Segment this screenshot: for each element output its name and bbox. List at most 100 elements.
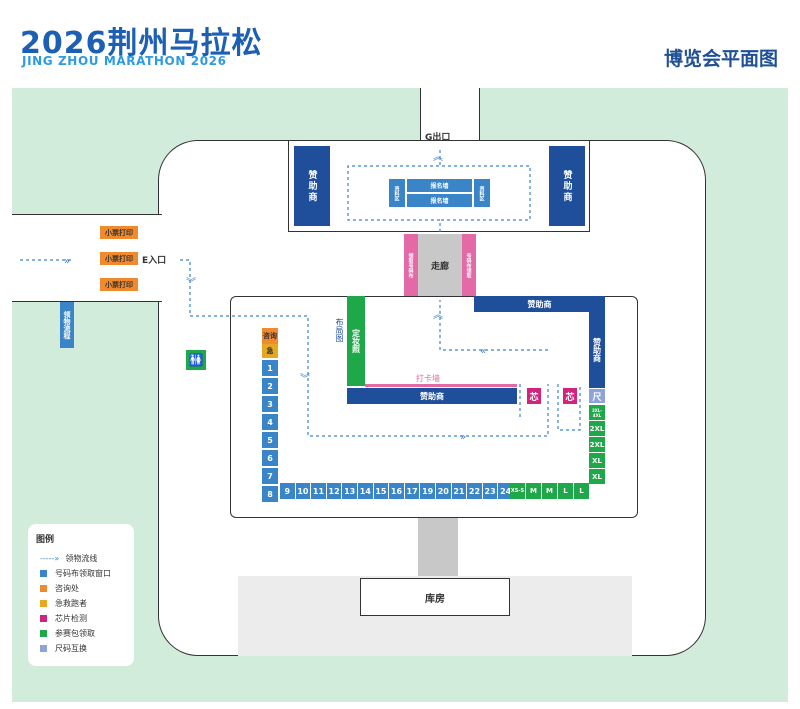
sponsor-booth-right-top[interactable]: 赞助商 — [474, 296, 605, 312]
legend-swatch — [40, 570, 47, 577]
bib-window[interactable]: 21 — [451, 483, 467, 499]
pink-panel-left: 领取号码布 — [404, 234, 418, 296]
bib-window[interactable]: 8 — [262, 486, 278, 502]
checkin-wall — [365, 384, 517, 387]
inquiry-desk[interactable]: 咨询 — [262, 328, 278, 344]
signup-wall-bottom: 报名墙 — [407, 194, 472, 207]
legend-swatch — [40, 630, 47, 637]
sponsor-booth-center[interactable]: 赞助商 — [347, 388, 517, 404]
legend-item: 咨询处 — [40, 583, 79, 594]
legend-swatch — [40, 615, 47, 622]
pink-panel-right: 号码布领取 — [462, 234, 476, 296]
first-aid-desk[interactable]: 急 — [262, 344, 278, 358]
legend-item: 尺码互换 — [40, 643, 87, 654]
flow-arrow-icon: « — [480, 346, 486, 357]
kit-pickup-window[interactable]: XL — [589, 469, 605, 484]
layout-map-label: 布局图 — [335, 318, 344, 342]
warehouse-passage — [418, 518, 458, 576]
bib-window[interactable]: 23 — [482, 483, 498, 499]
legend-label: 领物流线 — [65, 554, 98, 563]
bib-window[interactable]: 17 — [404, 483, 420, 499]
legend-label: 急救跑者 — [55, 599, 87, 608]
warehouse: 库房 — [360, 578, 510, 616]
bib-window[interactable]: 11 — [311, 483, 326, 499]
bib-window[interactable]: 13 — [342, 483, 357, 499]
legend-item: 号码布领取窗口 — [40, 568, 111, 579]
info-zone-left: 资料区 — [389, 179, 405, 207]
kit-pickup-window[interactable]: M — [542, 483, 557, 499]
legend-title: 图例 — [36, 535, 55, 545]
sponsor-booth-top-left[interactable]: 赞助商 — [294, 146, 330, 226]
g-exit-corridor — [420, 88, 480, 148]
bib-window[interactable]: 20 — [436, 483, 451, 499]
bib-window[interactable]: 9 — [280, 483, 295, 499]
inner-hall — [230, 296, 638, 518]
bib-window[interactable]: 4 — [262, 414, 278, 430]
legend-label: 芯片检测 — [55, 614, 87, 623]
bib-window[interactable]: 3 — [262, 396, 278, 412]
bib-window[interactable]: 1 — [262, 360, 278, 376]
bib-window[interactable]: 7 — [262, 468, 278, 484]
sponsor-booth-top-right[interactable]: 赞助商 — [549, 146, 585, 226]
ticket-print-2[interactable]: 小票打印 — [100, 252, 138, 265]
legend-item: 参赛包领取 — [40, 628, 95, 639]
legend-swatch — [40, 600, 47, 607]
legend-label: 尺码互换 — [55, 644, 87, 653]
sponsor-booth-right-side[interactable]: 赞助商 — [589, 312, 605, 388]
flow-arrow-icon: ︽ — [433, 310, 443, 321]
flow-arrow-icon: » — [64, 256, 70, 267]
e-entrance-label: E入口 — [142, 256, 167, 266]
kit-pickup-window[interactable]: M — [526, 483, 541, 499]
flow-arrow-icon: » — [460, 432, 466, 443]
bib-window[interactable]: 12 — [326, 483, 342, 499]
checkin-wall-label: 打卡墙 — [416, 374, 440, 383]
kit-pickup-window[interactable]: XS-S — [510, 483, 525, 499]
info-zone-right: 资料区 — [474, 179, 490, 207]
pickup-flow-panel: 领物流程 — [60, 302, 74, 348]
bib-window[interactable]: 16 — [389, 483, 404, 499]
flow-arrow-icon: ︾ — [300, 373, 310, 385]
legend-swatch — [40, 585, 47, 592]
kit-pickup-window[interactable]: 2XL — [589, 437, 605, 452]
restroom-icon: 🚻 — [186, 350, 206, 370]
chip-check-1[interactable]: 芯 — [527, 388, 541, 404]
legend-label: 参赛包领取 — [55, 629, 95, 638]
kit-pickup-window[interactable]: 2XL — [589, 421, 605, 436]
custom-photo-area[interactable]: 定妆照 — [347, 296, 365, 386]
top-sponsor-room — [288, 140, 590, 232]
flow-arrow-icon: -----» — [40, 554, 60, 563]
flow-arrow-icon: ︽ — [433, 152, 443, 163]
signup-wall-top: 报名墙 — [407, 179, 472, 192]
kit-pickup-window[interactable]: XL — [589, 453, 605, 468]
page-subtitle: 博览会平面图 — [663, 48, 778, 70]
bib-window[interactable]: 15 — [373, 483, 389, 499]
g-exit-label: G出口 — [425, 133, 451, 143]
flow-arrow-icon: ︾ — [186, 277, 196, 289]
page-title-en: JING ZHOU MARATHON 2026 — [22, 54, 227, 68]
size-swap[interactable]: 尺 — [589, 389, 605, 403]
legend-item: 急救跑者 — [40, 598, 87, 609]
bib-window[interactable]: 24 — [498, 483, 513, 499]
bib-window[interactable]: 22 — [467, 483, 482, 499]
bib-window[interactable]: 14 — [358, 483, 373, 499]
bib-window[interactable]: 10 — [295, 483, 311, 499]
bib-window[interactable]: 5 — [262, 432, 278, 448]
kit-pickup-window[interactable]: L — [558, 483, 573, 499]
page-title: 2026荆州马拉松 — [20, 26, 263, 61]
kit-pickup-window[interactable]: L — [574, 483, 589, 499]
legend-swatch — [40, 645, 47, 652]
kit-pickup-window[interactable]: 3XL-4XL — [589, 405, 605, 420]
chip-check-2[interactable]: 芯 — [563, 388, 577, 404]
legend-panel — [28, 524, 134, 666]
ticket-print-3[interactable]: 小票打印 — [100, 278, 138, 291]
legend-label: 咨询处 — [55, 584, 79, 593]
legend-item: -----» 领物流线 — [40, 553, 97, 564]
bib-window[interactable]: 2 — [262, 378, 278, 394]
ticket-print-1[interactable]: 小票打印 — [100, 226, 138, 239]
corridor: 走廊 — [418, 234, 462, 296]
bib-window[interactable]: 19 — [420, 483, 435, 499]
bib-window[interactable]: 6 — [262, 450, 278, 466]
legend-item: 芯片检测 — [40, 613, 87, 624]
legend-label: 号码布领取窗口 — [55, 569, 111, 578]
